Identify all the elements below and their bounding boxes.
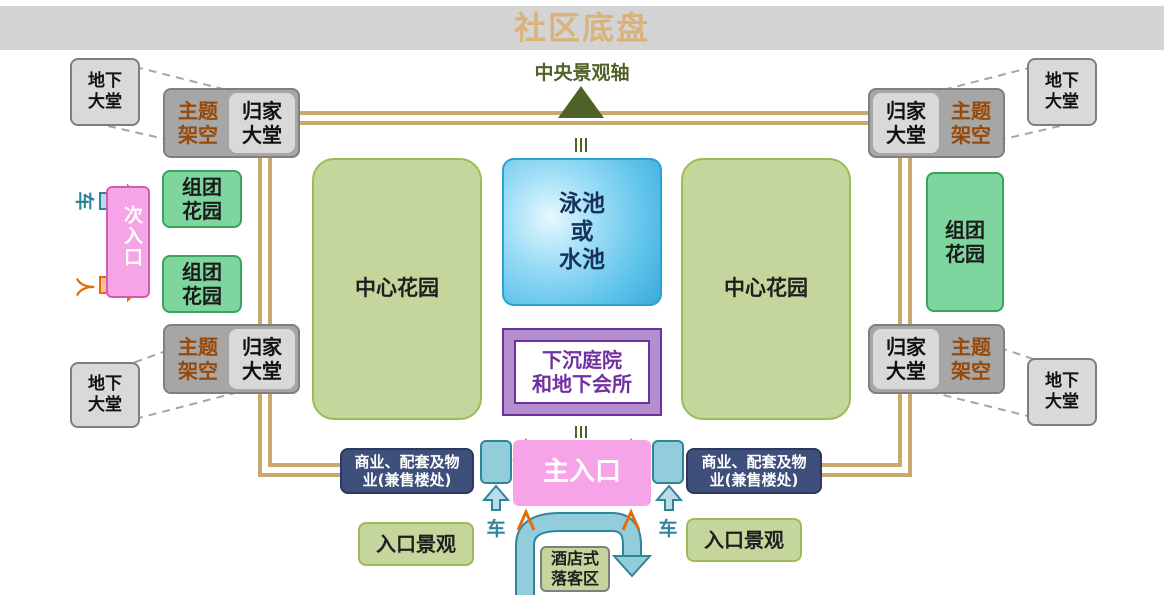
lobby-br: 归家 大堂 主题 架空 bbox=[868, 324, 1005, 394]
group-garden-left-top: 组团 花园 bbox=[162, 170, 242, 228]
theme-overhead-tr: 主题 架空 bbox=[951, 98, 991, 147]
underground-lobby-tr: 地下 大堂 bbox=[1027, 58, 1097, 126]
home-lobby-tr: 归家 大堂 bbox=[873, 93, 939, 153]
lobby-bl: 主题 架空 归家 大堂 bbox=[163, 324, 300, 394]
lobby-tl: 主题 架空 归家 大堂 bbox=[163, 88, 300, 158]
side-car-label: 车 bbox=[73, 191, 95, 211]
road-right bbox=[822, 155, 912, 477]
hotel-dropoff: 酒店式 落客区 bbox=[540, 546, 610, 592]
home-lobby-tl: 归家 大堂 bbox=[229, 93, 295, 153]
side-ped-label: 人 bbox=[73, 277, 95, 297]
central-garden-right: 中心花园 bbox=[681, 158, 851, 420]
theme-overhead-br: 主题 架空 bbox=[951, 334, 991, 383]
main-entrance: 主入口 bbox=[513, 440, 651, 506]
home-lobby-br: 归家 大堂 bbox=[873, 329, 939, 389]
home-lobby-bl: 归家 大堂 bbox=[229, 329, 295, 389]
theme-overhead-tl: 主题 架空 bbox=[178, 98, 218, 147]
axis-arrowhead bbox=[558, 86, 604, 118]
gate-left bbox=[480, 440, 512, 484]
car-label-left: 车 bbox=[486, 518, 506, 540]
entrance-landscape-right: 入口景观 bbox=[686, 518, 802, 562]
gate-right bbox=[652, 440, 684, 484]
lobby-tr: 归家 大堂 主题 架空 bbox=[868, 88, 1005, 158]
underground-lobby-bl: 地下 大堂 bbox=[70, 362, 140, 428]
sunken-courtyard-label: 下沉庭院 和地下会所 bbox=[514, 340, 650, 404]
dropoff-arrowhead bbox=[611, 555, 653, 578]
car-arrows bbox=[481, 484, 684, 511]
group-garden-left-bottom: 组团 花园 bbox=[162, 255, 242, 313]
dropoff-lane bbox=[517, 514, 640, 595]
title-bar bbox=[0, 6, 1164, 50]
diagram-title: 社区底盘 bbox=[513, 9, 650, 47]
car-label-right: 车 bbox=[658, 518, 678, 540]
group-garden-right: 组团 花园 bbox=[926, 172, 1004, 312]
underground-lobby-br: 地下 大堂 bbox=[1027, 358, 1097, 426]
axis-label: 中央景观轴 bbox=[534, 62, 630, 84]
theme-overhead-bl: 主题 架空 bbox=[178, 334, 218, 383]
side-entrance-label: 次入口 bbox=[121, 204, 143, 268]
underground-lobby-tl: 地下 大堂 bbox=[70, 58, 140, 126]
side-entrance bbox=[106, 186, 150, 298]
commercial-right: 商业、配套及物 业(兼售楼处) bbox=[686, 448, 822, 494]
commercial-left: 商业、配套及物 业(兼售楼处) bbox=[340, 448, 474, 494]
leader-line-tl2 bbox=[107, 125, 236, 156]
sunken-courtyard: 下沉庭院 和地下会所 bbox=[502, 328, 662, 416]
leader-line-tr2 bbox=[934, 125, 1061, 156]
central-garden-left: 中心花园 bbox=[312, 158, 482, 420]
pool: 泳池 或 水池 bbox=[502, 158, 662, 306]
entrance-landscape-left: 入口景观 bbox=[358, 522, 474, 566]
